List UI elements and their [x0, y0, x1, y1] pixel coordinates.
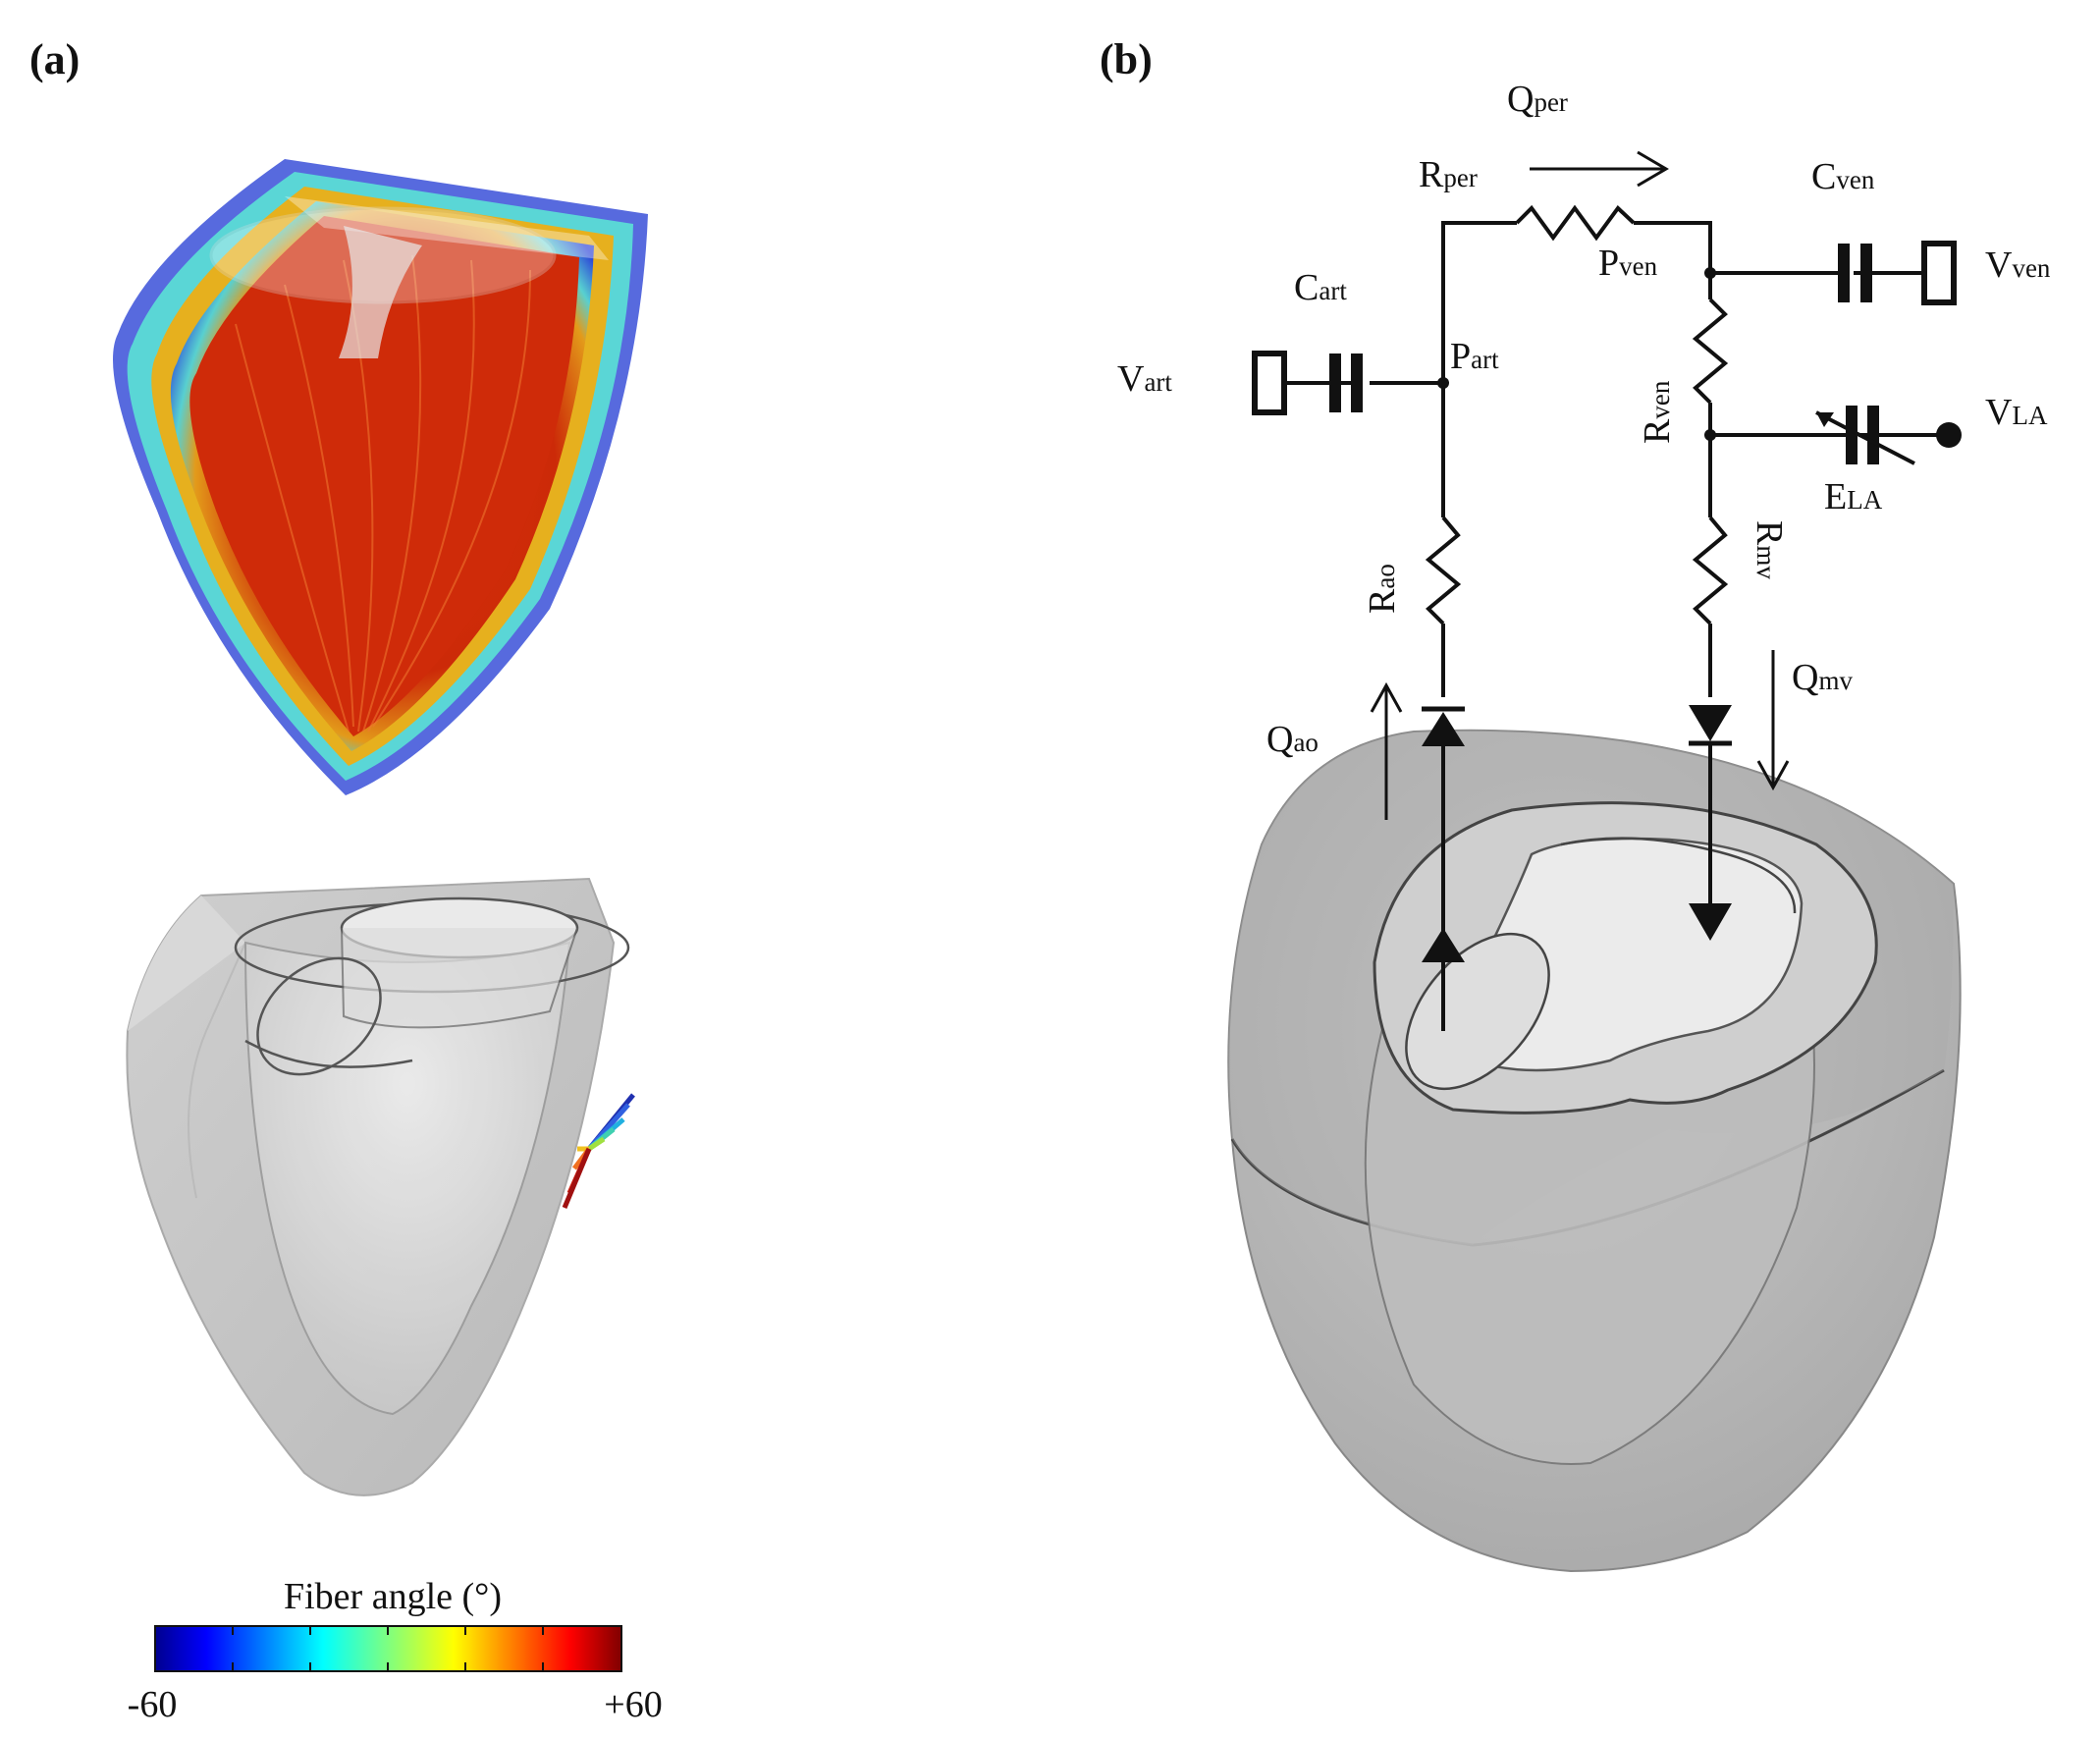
p-ven-node	[1704, 267, 1716, 279]
r-ven-junction	[1704, 429, 1716, 441]
q-mv-arrow	[1756, 650, 1790, 791]
label-r-ven: Rven	[1637, 380, 1678, 444]
label-q-per: Qper	[1507, 79, 1568, 120]
aortic-valve-diode	[1422, 706, 1465, 1031]
label-v-ven: Vven	[1985, 245, 2051, 286]
fiber-orientation-arrows	[562, 1093, 635, 1209]
v-la-node	[1936, 422, 1962, 448]
c-art-capacitor	[1329, 353, 1363, 412]
fiber-angle-colorbar: Fiber angle (°) -60 +60	[128, 1576, 663, 1725]
label-v-la: VLA	[1985, 392, 2048, 433]
c-ven-capacitor	[1838, 244, 1872, 302]
v-art-reservoir	[1252, 351, 1287, 415]
label-r-mv: Rmv	[1749, 520, 1790, 579]
label-p-ven: Pven	[1598, 243, 1658, 284]
fiber-heart-model	[113, 159, 648, 795]
label-r-per: Rper	[1419, 154, 1478, 195]
colorbar-min-label: -60	[128, 1684, 178, 1725]
colorbar-title: Fiber angle (°)	[284, 1576, 502, 1617]
label-e-la: ELA	[1824, 476, 1883, 517]
label-v-art: Vart	[1117, 358, 1172, 400]
panel-b-label: (b)	[1100, 35, 1153, 83]
e-la-variable-capacitor	[1815, 406, 1915, 465]
label-q-mv: Qmv	[1792, 657, 1853, 698]
colorbar-max-label: +60	[604, 1684, 662, 1725]
lv-geometry-3d	[1227, 729, 1962, 1573]
v-ven-reservoir	[1921, 241, 1957, 305]
label-c-art: Cart	[1294, 267, 1347, 308]
label-p-art: Part	[1450, 336, 1499, 377]
mitral-valve-diode	[1689, 705, 1732, 941]
panel-a-label: (a)	[29, 35, 80, 83]
p-art-node	[1437, 377, 1449, 389]
q-ao-arrow	[1370, 681, 1403, 820]
grey-heart-geometry	[126, 877, 635, 1496]
label-c-ven: Cven	[1811, 156, 1875, 197]
label-q-ao: Qao	[1266, 719, 1319, 760]
label-r-ao: Rao	[1362, 564, 1403, 614]
q-per-arrow	[1530, 150, 1669, 188]
